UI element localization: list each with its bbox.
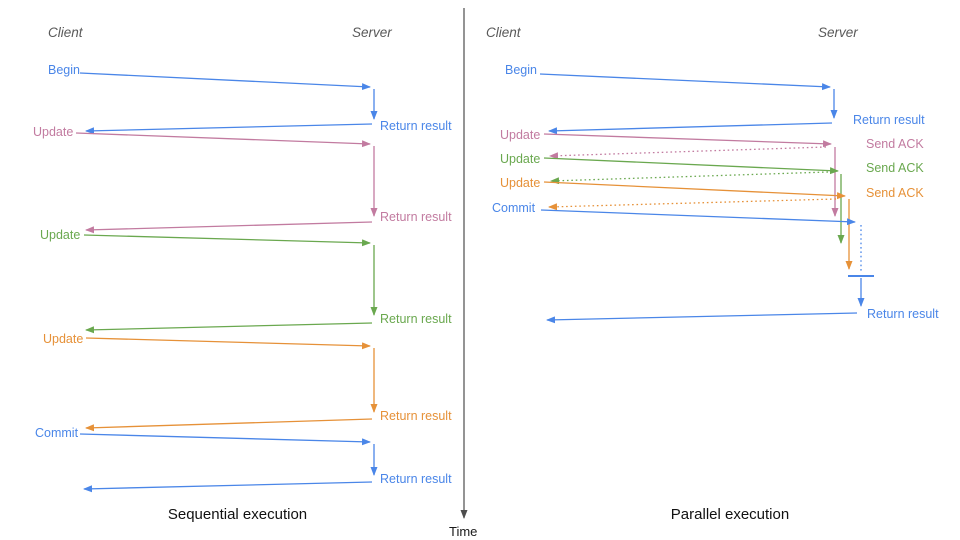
- left-return-result-1: Return result: [380, 119, 452, 133]
- left-update1-response-arrow: [85, 221, 373, 234]
- right-commit-label: Commit: [492, 201, 536, 215]
- left-update3-request-arrow: [85, 337, 371, 350]
- right-update3-label: Update: [500, 176, 541, 190]
- right-update2-label: Update: [500, 152, 541, 166]
- left-update2-label: Update: [40, 228, 81, 242]
- right-update2-request-arrow: [543, 157, 839, 175]
- right-update3-ack-arrow: [548, 198, 837, 211]
- right-server-header: Server: [818, 25, 858, 40]
- right-caption: Parallel execution: [670, 506, 790, 523]
- left-caption: Sequential execution: [167, 506, 308, 523]
- left-update2-response-arrow: [85, 322, 373, 334]
- right-update1-ack-arrow: [549, 146, 827, 160]
- left-update3-label: Update: [43, 332, 84, 346]
- left-begin-request-arrow: [79, 72, 371, 91]
- right-update3-request-arrow: [543, 181, 846, 200]
- right-begin-response-arrow: [548, 122, 833, 135]
- right-update1-label: Update: [500, 128, 541, 142]
- left-update1-label: Update: [33, 125, 74, 139]
- left-panel-arrows: [75, 72, 378, 493]
- right-send-ack-3: Send ACK: [866, 186, 924, 200]
- right-panel-arrows: [539, 73, 874, 324]
- right-send-ack-2: Send ACK: [866, 161, 924, 175]
- left-return-result-2: Return result: [380, 210, 452, 224]
- right-begin-request-arrow: [539, 73, 831, 91]
- left-update1-request-arrow: [75, 132, 371, 148]
- right-update2-ack-arrow: [550, 171, 829, 185]
- right-commit-request-arrow: [540, 209, 856, 226]
- left-return-result-5: Return result: [380, 472, 452, 486]
- right-client-header: Client: [486, 25, 521, 40]
- time-axis-label: Time: [449, 524, 478, 539]
- right-begin-label: Begin: [505, 63, 537, 77]
- right-commit-response-arrow: [546, 312, 858, 324]
- left-commit-response-arrow: [83, 481, 373, 493]
- left-return-result-4: Return result: [380, 409, 452, 423]
- left-begin-response-arrow: [85, 123, 373, 135]
- left-client-header: Client: [48, 25, 83, 40]
- right-update1-request-arrow: [543, 133, 832, 148]
- left-update3-response-arrow: [85, 418, 373, 432]
- left-return-result-3: Return result: [380, 312, 452, 326]
- left-begin-label: Begin: [48, 63, 80, 77]
- right-send-ack-1: Send ACK: [866, 137, 924, 151]
- left-server-header: Server: [352, 25, 392, 40]
- right-return-result-top: Return result: [853, 113, 925, 127]
- left-commit-label: Commit: [35, 426, 79, 440]
- right-return-result-bottom: Return result: [867, 307, 939, 321]
- left-update2-request-arrow: [83, 234, 371, 247]
- left-commit-request-arrow: [79, 433, 371, 446]
